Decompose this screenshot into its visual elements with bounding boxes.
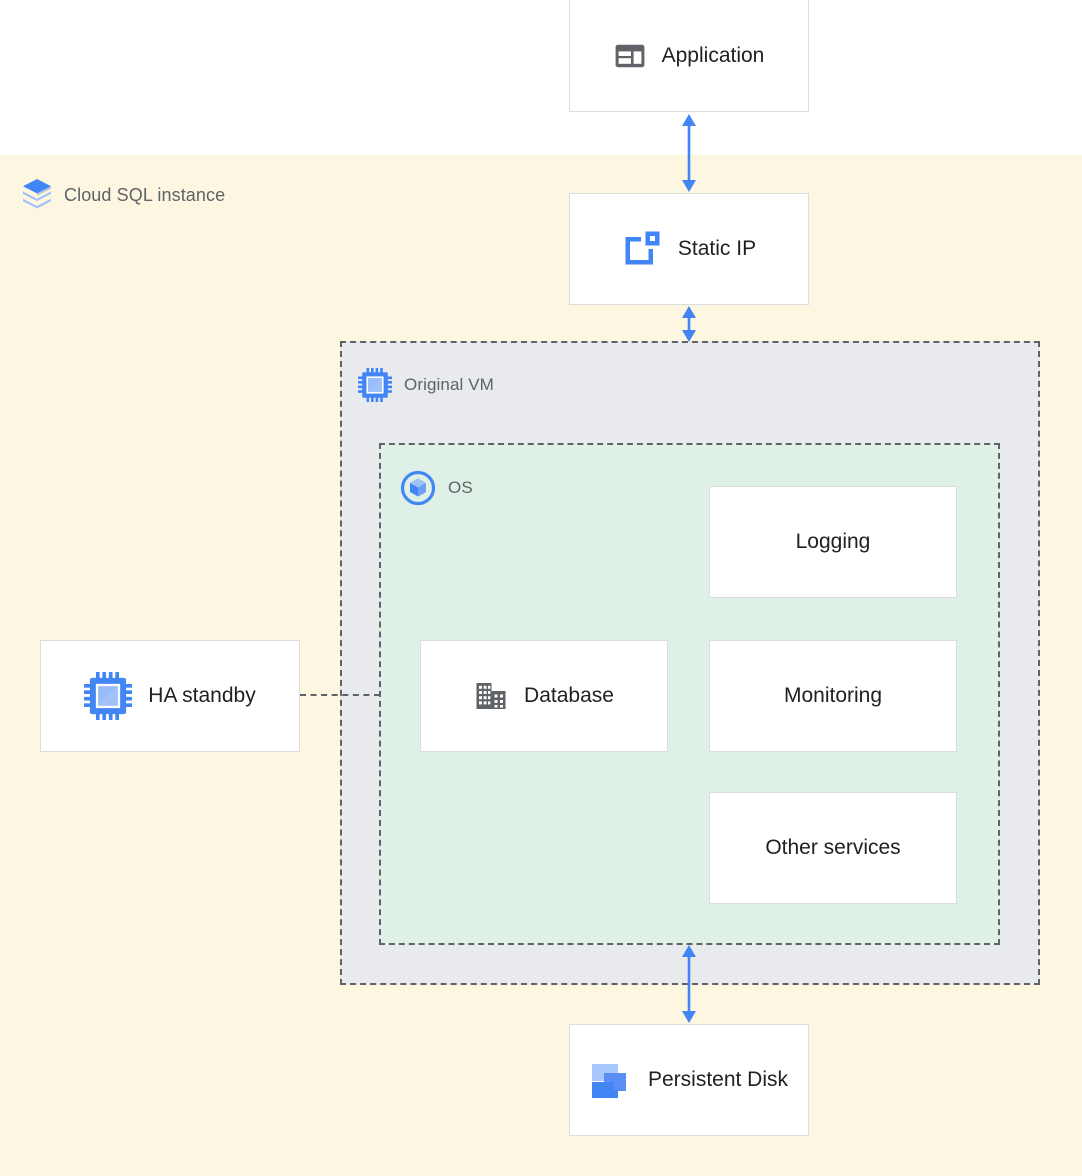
node-logging[interactable]: Logging [709, 486, 957, 598]
zone-label-text-os: OS [448, 478, 473, 497]
zone-label-text-cloud-sql: Cloud SQL instance [64, 184, 226, 205]
node-database[interactable]: Database [420, 640, 668, 752]
os-cube-circle-icon [400, 470, 436, 506]
node-ha-standby[interactable]: HA standby [40, 640, 300, 752]
node-persistent-disk[interactable]: Persistent Disk [569, 1024, 809, 1136]
zone-label-cloud-sql-instance: Cloud SQL instance [22, 178, 225, 212]
node-label-static-ip: Static IP [677, 237, 757, 261]
database-building-icon [474, 679, 508, 713]
cpu-chip-icon [358, 368, 392, 402]
node-application[interactable]: Application [569, 0, 809, 112]
cpu-chip-icon [84, 672, 133, 720]
connector-os-to-persistent-disk [669, 943, 709, 1025]
node-label-persistent-disk: Persistent Disk [647, 1068, 789, 1092]
application-window-icon [614, 40, 646, 72]
zone-label-text-original-vm: Original VM [404, 375, 494, 394]
connector-ha-standby-to-os [300, 694, 380, 696]
node-monitoring[interactable]: Monitoring [709, 640, 957, 752]
connector-application-to-static-ip [669, 112, 709, 194]
node-static-ip[interactable]: Static IP [569, 193, 809, 305]
node-label-logging: Logging [795, 530, 871, 554]
node-other-services[interactable]: Other services [709, 792, 957, 904]
connector-static-ip-to-original-vm [669, 305, 709, 343]
node-label-ha-standby: HA standby [148, 684, 256, 708]
node-label-database: Database [524, 684, 614, 708]
node-label-other-services: Other services [765, 836, 901, 860]
persistent-disk-zigzag-icon [590, 1059, 632, 1101]
cloud-sql-stacked-layers-icon [22, 178, 52, 212]
node-label-monitoring: Monitoring [783, 684, 883, 708]
node-label-application: Application [661, 43, 765, 67]
zone-label-os: OS [400, 470, 473, 506]
static-ip-square-icon [622, 229, 662, 269]
zone-label-original-vm: Original VM [358, 368, 494, 402]
